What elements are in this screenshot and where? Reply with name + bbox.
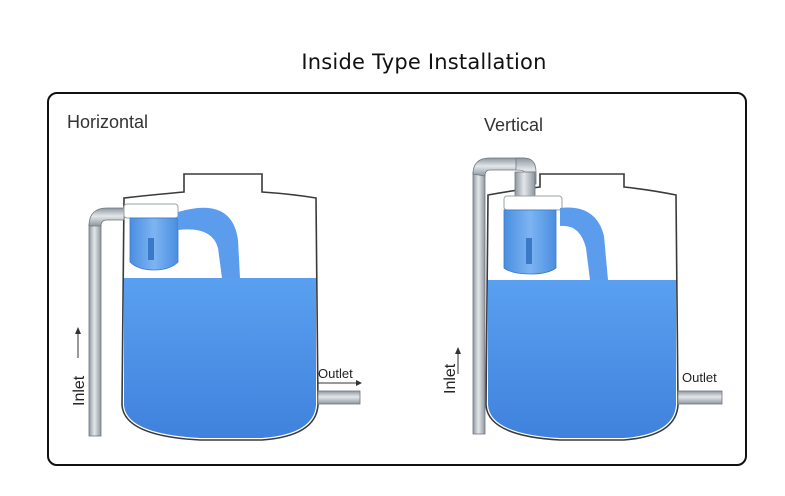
vertical-pipe-drop [514,171,536,197]
vertical-outlet-label: Outlet [682,370,717,385]
horizontal-water-stream [178,207,240,278]
vertical-water-stream [560,207,608,280]
horizontal-outlet-pipe [317,390,361,405]
vertical-inlet-arrowhead [455,347,461,354]
vertical-float-slot [526,238,532,264]
vertical-water [488,280,676,438]
horizontal-inlet-label: Inlet [71,375,88,406]
horizontal-water [124,278,316,438]
vertical-tank-group: Outlet Inlet [442,157,723,441]
horizontal-tank-group: Outlet Inlet [71,173,362,441]
vertical-inlet-label: Inlet [442,363,459,394]
horizontal-inlet-pipe [88,223,102,437]
horizontal-outlet-arrowhead [356,380,362,386]
vertical-label: Vertical [484,115,544,135]
vertical-inlet-pipe [472,171,486,435]
diagram-frame [47,92,747,466]
horizontal-outlet-label: Outlet [318,366,353,381]
horizontal-inlet-arrowhead [75,327,81,334]
horizontal-label: Horizontal [67,112,149,132]
horizontal-valve-head [123,203,179,219]
vertical-outlet-pipe [677,390,723,405]
horizontal-pipe-elbow [88,207,125,227]
vertical-valve-head [503,195,563,211]
horizontal-float-slot [148,238,154,260]
page-title: Inside Type Installation [301,50,547,74]
